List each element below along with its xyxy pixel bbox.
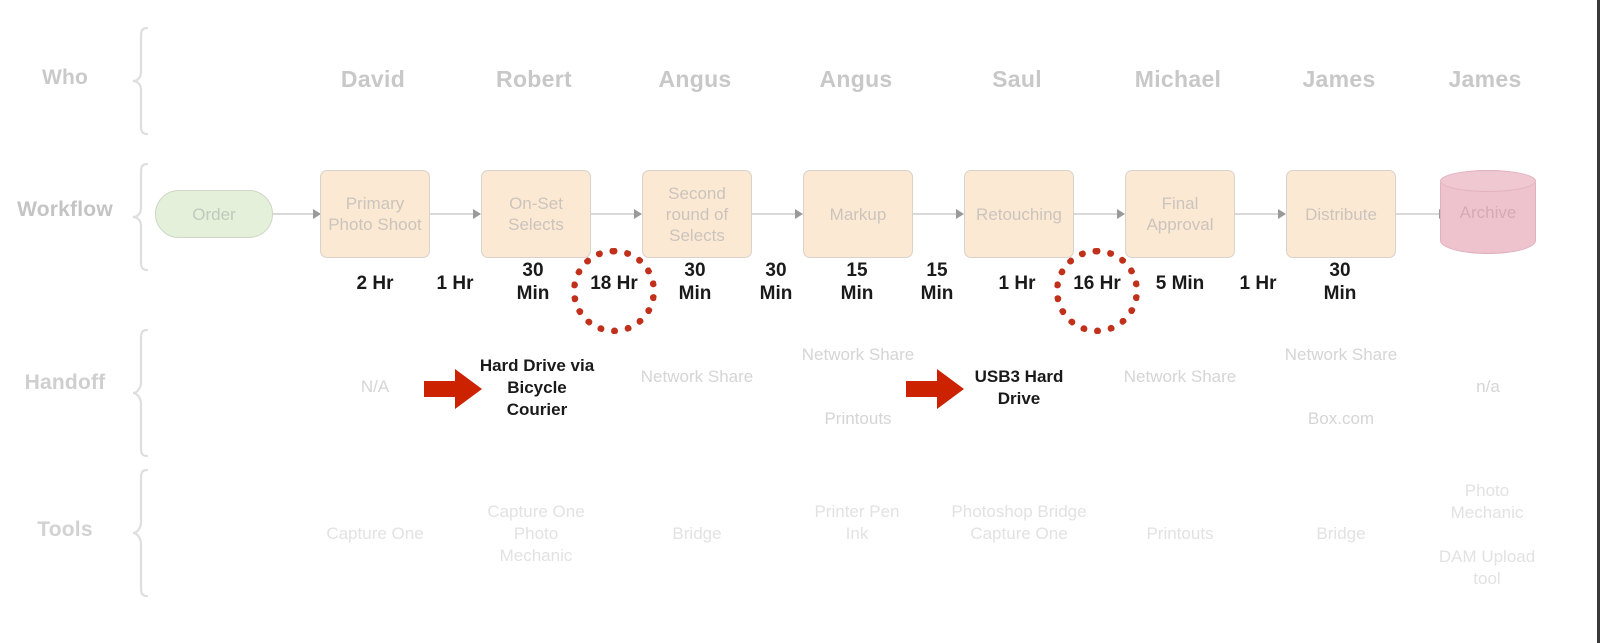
connector-1 bbox=[272, 209, 321, 219]
cylinder-top-ellipse bbox=[1440, 170, 1536, 192]
time-line: Min bbox=[1323, 283, 1357, 304]
tools-cell-3: Bridge bbox=[672, 524, 722, 543]
time-line: 5 Min bbox=[1155, 273, 1205, 294]
time-line: 30 bbox=[765, 260, 787, 281]
workflow-node-retouching[interactable]: Retouching bbox=[964, 170, 1074, 258]
row-label-workflow: Workflow bbox=[17, 198, 113, 221]
time-label-8: 15 Min bbox=[892, 259, 982, 305]
brace-workflow bbox=[131, 162, 149, 272]
who-name-6: Michael bbox=[1134, 66, 1222, 92]
workflow-node-distribute[interactable]: Distribute bbox=[1286, 170, 1396, 258]
time-label-6: 30 Min bbox=[731, 259, 821, 305]
row-label-who: Who bbox=[41, 66, 89, 89]
who-name-1: David bbox=[340, 66, 406, 92]
time-line: 1 Hr bbox=[1239, 273, 1277, 294]
time-label-1: 2 Hr bbox=[330, 272, 420, 295]
time-line: Min bbox=[759, 283, 793, 304]
tools-cell-7: Bridge bbox=[1316, 524, 1366, 543]
time-label-2: 1 Hr bbox=[410, 272, 500, 295]
time-label-11: 5 Min bbox=[1135, 272, 1225, 295]
who-name-4: Angus bbox=[819, 66, 893, 92]
handoff-cell-7b: Box.com bbox=[1307, 409, 1375, 428]
connector-7 bbox=[1235, 209, 1286, 219]
time-label-12: 1 Hr bbox=[1213, 272, 1303, 295]
workflow-node-final-approval[interactable]: Final Approval bbox=[1125, 170, 1235, 258]
workflow-node-markup[interactable]: Markup bbox=[803, 170, 913, 258]
row-label-handoff: Handoff bbox=[24, 371, 106, 394]
brace-who bbox=[131, 26, 149, 136]
delay-highlight-circle-1 bbox=[571, 248, 657, 334]
handoff-cell-4b: Printouts bbox=[824, 409, 892, 428]
who-name-7: James bbox=[1302, 66, 1376, 92]
time-line: 30 bbox=[522, 260, 544, 281]
connector-3 bbox=[591, 209, 642, 219]
tools-cell-2: Capture One Photo Mechanic bbox=[487, 502, 585, 565]
time-label-13: 30 Min bbox=[1295, 259, 1385, 305]
time-label-3: 30 Min bbox=[488, 259, 578, 305]
connector-4 bbox=[752, 209, 803, 219]
time-label-10: 16 Hr bbox=[1052, 272, 1142, 295]
time-label-5: 30 Min bbox=[650, 259, 740, 305]
tools-cell-8a: Photo Mechanic bbox=[1450, 481, 1524, 522]
time-line: 2 Hr bbox=[356, 273, 394, 294]
workflow-node-archive-label: Archive bbox=[1459, 202, 1517, 222]
time-label-4: 18 Hr bbox=[569, 272, 659, 295]
tools-cell-1: Capture One bbox=[326, 524, 424, 543]
workflow-node-archive[interactable]: Archive bbox=[1440, 170, 1536, 254]
time-line: 1 Hr bbox=[998, 273, 1036, 294]
handoff-cell-2: Hard Drive via Bicycle Courier bbox=[479, 356, 595, 419]
who-name-3: Angus bbox=[658, 66, 732, 92]
time-line: Min bbox=[840, 283, 874, 304]
connector-6 bbox=[1074, 209, 1125, 219]
time-label-7: 15 Min bbox=[812, 259, 902, 305]
handoff-cell-5: USB3 Hard Drive bbox=[974, 367, 1064, 408]
time-line: Min bbox=[516, 283, 550, 304]
connector-2 bbox=[430, 209, 481, 219]
who-name-5: Saul bbox=[992, 66, 1042, 92]
time-line: 15 bbox=[926, 260, 948, 281]
row-label-tools: Tools bbox=[37, 518, 93, 541]
workflow-node-primary-photo-shoot[interactable]: Primary Photo Shoot bbox=[320, 170, 430, 258]
tools-cell-4: Printer Pen Ink bbox=[814, 502, 900, 543]
handoff-cell-6: Network Share bbox=[1123, 367, 1237, 386]
time-line: 30 bbox=[1329, 260, 1351, 281]
handoff-cell-3: Network Share bbox=[640, 367, 754, 386]
handoff-arrow-icon-2 bbox=[904, 366, 966, 412]
who-name-2: Robert bbox=[496, 66, 572, 92]
time-line: Min bbox=[920, 283, 954, 304]
handoff-cell-1: N/A bbox=[360, 377, 390, 396]
time-line: 18 Hr bbox=[590, 273, 638, 294]
tools-cell-5: Photoshop Bridge Capture One bbox=[951, 502, 1087, 543]
delay-highlight-circle-2 bbox=[1054, 248, 1140, 334]
tools-cell-8b: DAM Upload tool bbox=[1438, 547, 1536, 588]
time-line: 30 bbox=[684, 260, 706, 281]
time-line: 16 Hr bbox=[1073, 273, 1121, 294]
handoff-cell-8: n/a bbox=[1476, 377, 1500, 396]
connector-8 bbox=[1396, 209, 1447, 219]
tools-cell-6: Printouts bbox=[1146, 524, 1214, 543]
workflow-node-second-round-of-selects[interactable]: Second round of Selects bbox=[642, 170, 752, 258]
time-line: Min bbox=[678, 283, 712, 304]
workflow-node-on-set-selects[interactable]: On-Set Selects bbox=[481, 170, 591, 258]
handoff-cell-7a: Network Share bbox=[1284, 345, 1398, 364]
connector-5 bbox=[913, 209, 964, 219]
who-name-8: James bbox=[1448, 66, 1522, 92]
brace-tools bbox=[131, 468, 149, 598]
workflow-node-order[interactable]: Order bbox=[155, 190, 273, 238]
handoff-arrow-icon-1 bbox=[422, 366, 484, 412]
handoff-cell-4a: Network Share bbox=[801, 345, 915, 364]
time-line: 1 Hr bbox=[436, 273, 474, 294]
time-label-9: 1 Hr bbox=[972, 272, 1062, 295]
brace-handoff bbox=[131, 328, 149, 458]
time-line: 15 bbox=[846, 260, 868, 281]
